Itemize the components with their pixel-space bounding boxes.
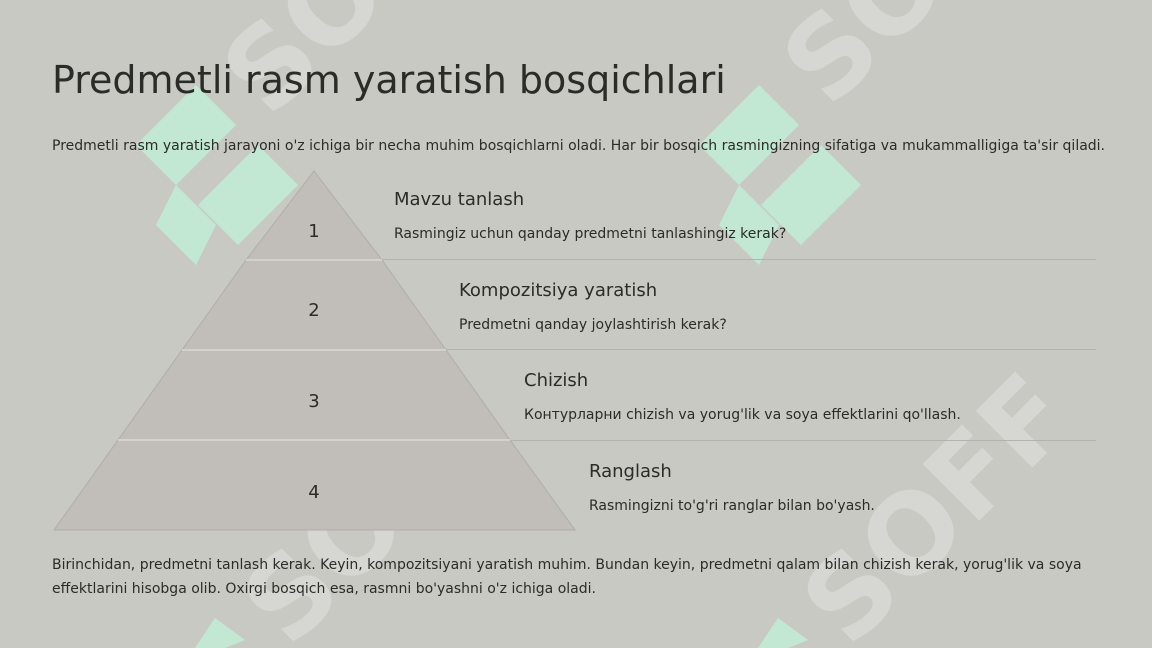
divider <box>382 259 1096 260</box>
divider <box>446 349 1096 350</box>
step-title: Ranglash <box>589 461 672 482</box>
step-title: Mavzu tanlash <box>394 189 525 210</box>
intro-text: Predmetli rasm yaratish jarayoni o'z ich… <box>52 138 1106 154</box>
step-number: 4 <box>308 482 319 503</box>
step-description: Rasmingiz uchun qanday predmetni tanlash… <box>394 226 787 242</box>
page-title: Predmetli rasm yaratish bosqichlari <box>52 58 726 102</box>
step-description: Rasmingizni to'g'ri ranglar bilan bo'yas… <box>589 498 875 514</box>
step-4: Ranglash Rasmingizni to'g'ri ranglar bil… <box>589 461 875 514</box>
divider <box>510 440 1096 441</box>
step-number: 3 <box>308 391 319 412</box>
pyramid-level-1 <box>244 170 384 261</box>
step-number: 1 <box>308 221 319 242</box>
step-1: Mavzu tanlash Rasmingiz uchun qanday pre… <box>394 189 786 242</box>
step-number: 2 <box>308 300 319 321</box>
summary-text: Birinchidan, predmetni tanlash kerak. Ke… <box>52 557 1082 597</box>
step-description: Predmetni qanday joylashtirish kerak? <box>459 317 727 333</box>
step-2: Kompozitsiya yaratish Predmetni qanday j… <box>459 280 727 333</box>
step-description: Контурларни chizish va yorug'lik va soya… <box>524 407 961 423</box>
step-3: Chizish Контурларни chizish va yorug'lik… <box>524 370 961 423</box>
step-title: Chizish <box>524 370 589 391</box>
step-title: Kompozitsiya yaratish <box>459 280 658 301</box>
